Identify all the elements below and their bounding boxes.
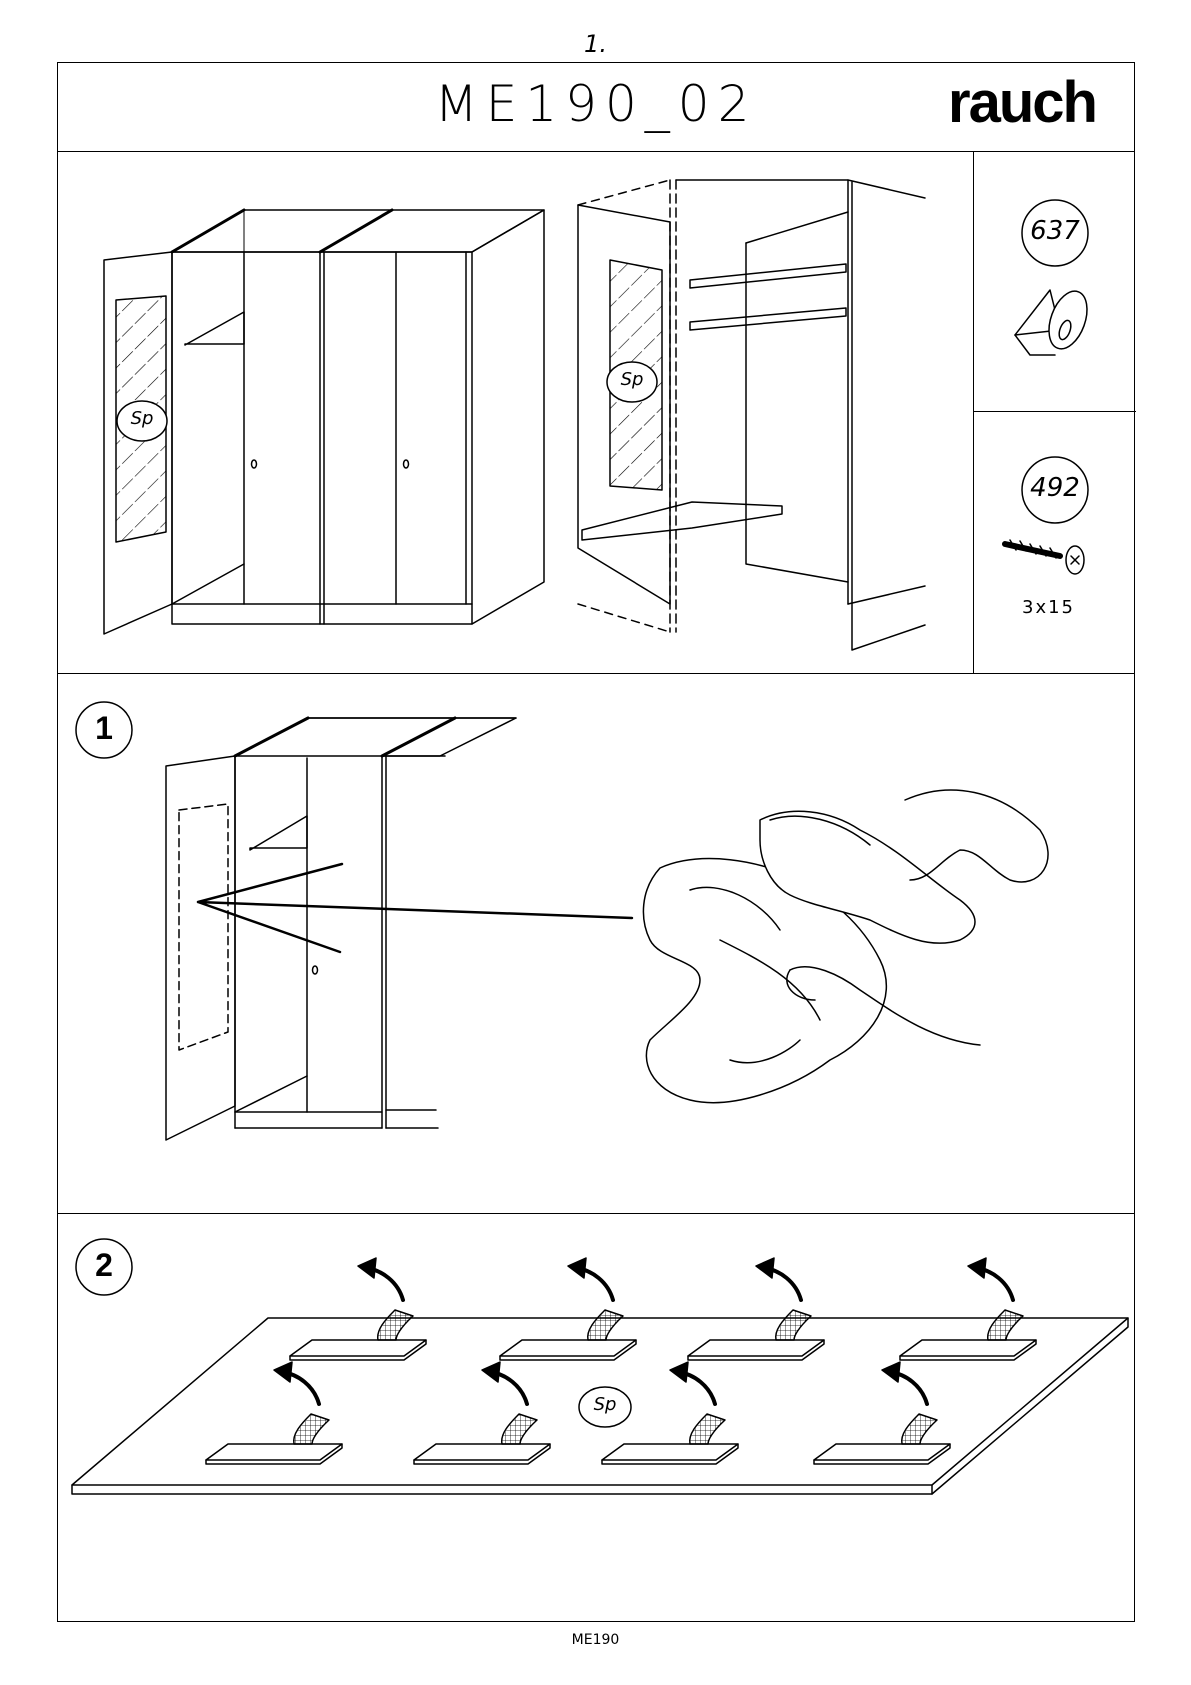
step-number-2: 2 bbox=[78, 1247, 130, 1284]
step-number-1: 1 bbox=[78, 710, 130, 747]
part-size-492: 3x15 bbox=[1022, 597, 1075, 618]
wardrobe-overview-icon bbox=[104, 210, 544, 634]
mirror-label-exploded: Sp bbox=[607, 369, 657, 390]
part-id-492: 492 bbox=[1020, 473, 1090, 503]
adhesive-strip-1 bbox=[290, 1258, 426, 1360]
adhesive-strip-4 bbox=[900, 1258, 1036, 1360]
mirror-label-step2: Sp bbox=[580, 1394, 630, 1415]
adhesive-strip-icon bbox=[72, 1258, 1128, 1494]
footer-code: ME190 bbox=[0, 1632, 1191, 1648]
adhesive-strip-3 bbox=[688, 1258, 824, 1360]
cloth-cleaning-icon bbox=[643, 790, 1048, 1103]
step1-cabinet-icon bbox=[76, 702, 632, 1140]
mirror-label-overview: Sp bbox=[117, 408, 167, 429]
adhesive-strip-8 bbox=[814, 1362, 950, 1464]
adhesive-strip-5 bbox=[206, 1362, 342, 1464]
adhesive-strip-2 bbox=[500, 1258, 636, 1360]
part-id-637: 637 bbox=[1020, 216, 1090, 246]
adhesive-strip-6 bbox=[414, 1362, 550, 1464]
exploded-cabinet-icon bbox=[578, 180, 925, 650]
